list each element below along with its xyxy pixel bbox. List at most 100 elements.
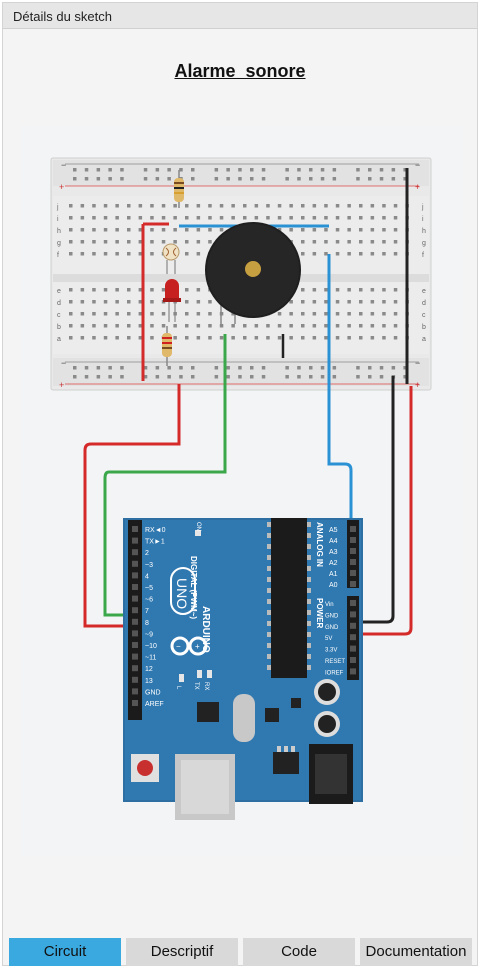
row-letter: d (57, 300, 61, 307)
analog-label: ANALOG IN (315, 522, 324, 567)
digital-pin-label: ~3 (145, 562, 153, 569)
row-letter: i (422, 216, 424, 223)
bottom-rail-minus-label-right: − (415, 358, 420, 368)
crystal (233, 694, 255, 742)
panel-header: Détails du sketch (3, 3, 477, 29)
led-label-tx: TX (193, 682, 199, 690)
red-led (163, 279, 181, 322)
power-pin-label: GND (325, 625, 339, 631)
row-letter: h (57, 228, 61, 235)
row-letter: i (57, 216, 59, 223)
row-letter: a (422, 336, 426, 343)
svg-text:−: − (176, 642, 181, 651)
regulator (273, 752, 299, 774)
row-letter: c (57, 312, 61, 319)
bottom-rail-plus-label: + (59, 380, 64, 390)
tab-code[interactable]: Code (243, 938, 355, 966)
digital-pin-label: ~11 (145, 655, 156, 662)
row-letter: c (422, 312, 426, 319)
led-label-l: L (175, 686, 181, 690)
top-rail-minus-label-right: − (415, 160, 420, 170)
tab-circuit[interactable]: Circuit (9, 938, 121, 966)
tab-descriptif[interactable]: Descriptif (126, 938, 238, 966)
digital-pin-label: 4 (145, 573, 149, 580)
power-pin-label: Vin (325, 602, 334, 608)
analog-pins (350, 526, 356, 587)
digital-pin-label: TX►1 (145, 539, 165, 546)
analog-pin-label: A1 (329, 571, 338, 578)
photoresistor (162, 243, 180, 274)
power-pin-label: 3.3V (325, 648, 337, 654)
row-letter: h (422, 228, 426, 235)
power-pin-label: RESET (325, 659, 345, 665)
digital-pin-label: ~6 (145, 597, 153, 604)
bottom-rail-plus-label-right: + (415, 380, 420, 390)
row-letter: j (56, 204, 59, 211)
power-pins (350, 600, 356, 675)
bottom-rail-holes (73, 366, 407, 379)
digital-pin-label: 2 (145, 550, 149, 557)
tab-documentation[interactable]: Documentation (360, 938, 472, 966)
top-rail-minus-label: − (61, 160, 66, 170)
row-letter: b (57, 324, 61, 331)
small-chip-2 (265, 708, 279, 722)
uno-label: UNO (174, 578, 190, 609)
arduino-brand: ARDUINO (200, 606, 211, 653)
wire-red-to-pin9 (83, 384, 181, 628)
wire-blue-to-a0 (327, 254, 353, 522)
row-letter: f (422, 252, 424, 259)
on-led (195, 530, 201, 536)
led-label-rx: RX (203, 682, 209, 690)
piezo-buzzer (205, 222, 301, 324)
chip-legs (267, 522, 311, 670)
svg-text:+: + (195, 642, 200, 651)
arduino-infinity-icon: − + (170, 636, 208, 656)
digital-pin-label: 12 (145, 666, 153, 673)
digital-pin-label: RX◄0 (145, 527, 166, 534)
terminal-holes (69, 204, 409, 340)
wire-black-to-gnd (357, 376, 395, 624)
bottom-power-rail (53, 358, 429, 386)
row-letter: b (422, 324, 426, 331)
row-letter: g (57, 240, 61, 247)
digital-pin-label: GND (145, 689, 161, 696)
atmega-chip (271, 518, 307, 678)
digital-pin-label: ~10 (145, 643, 157, 650)
row-letter: e (57, 288, 61, 295)
digital-pin-label: AREF (145, 701, 164, 708)
top-rail-plus-label-right: + (415, 182, 420, 192)
power-pin-label: 5V (325, 636, 332, 642)
digital-pin-label: 8 (145, 620, 149, 627)
row-letter: d (422, 300, 426, 307)
digital-label: DIGITAL (PWM~) (189, 556, 198, 619)
row-letter: g (422, 240, 426, 247)
analog-pin-label: A2 (329, 560, 338, 567)
wire-red-to-5v (357, 386, 413, 636)
uno-logo: UNO (170, 567, 196, 615)
small-chip-1 (197, 702, 219, 722)
row-letter: e (422, 288, 426, 295)
digital-pins (132, 526, 138, 706)
power-pin-label: IOREF (325, 670, 344, 676)
analog-pin-label: A5 (329, 527, 338, 534)
analog-pin-label: A4 (329, 538, 338, 545)
digital-pin-label: 7 (145, 608, 149, 615)
analog-pin-label: A3 (329, 549, 338, 556)
bottom-rail-minus-label: − (61, 358, 66, 368)
analog-pin-label: A0 (329, 582, 338, 589)
top-rail-plus-label: + (59, 182, 64, 192)
row-letter: f (57, 252, 59, 259)
row-letter: j (421, 204, 424, 211)
on-label: ON (195, 522, 201, 531)
row-letter: a (57, 336, 61, 343)
digital-pin-label: ~9 (145, 631, 153, 638)
resistor-top (174, 170, 184, 208)
